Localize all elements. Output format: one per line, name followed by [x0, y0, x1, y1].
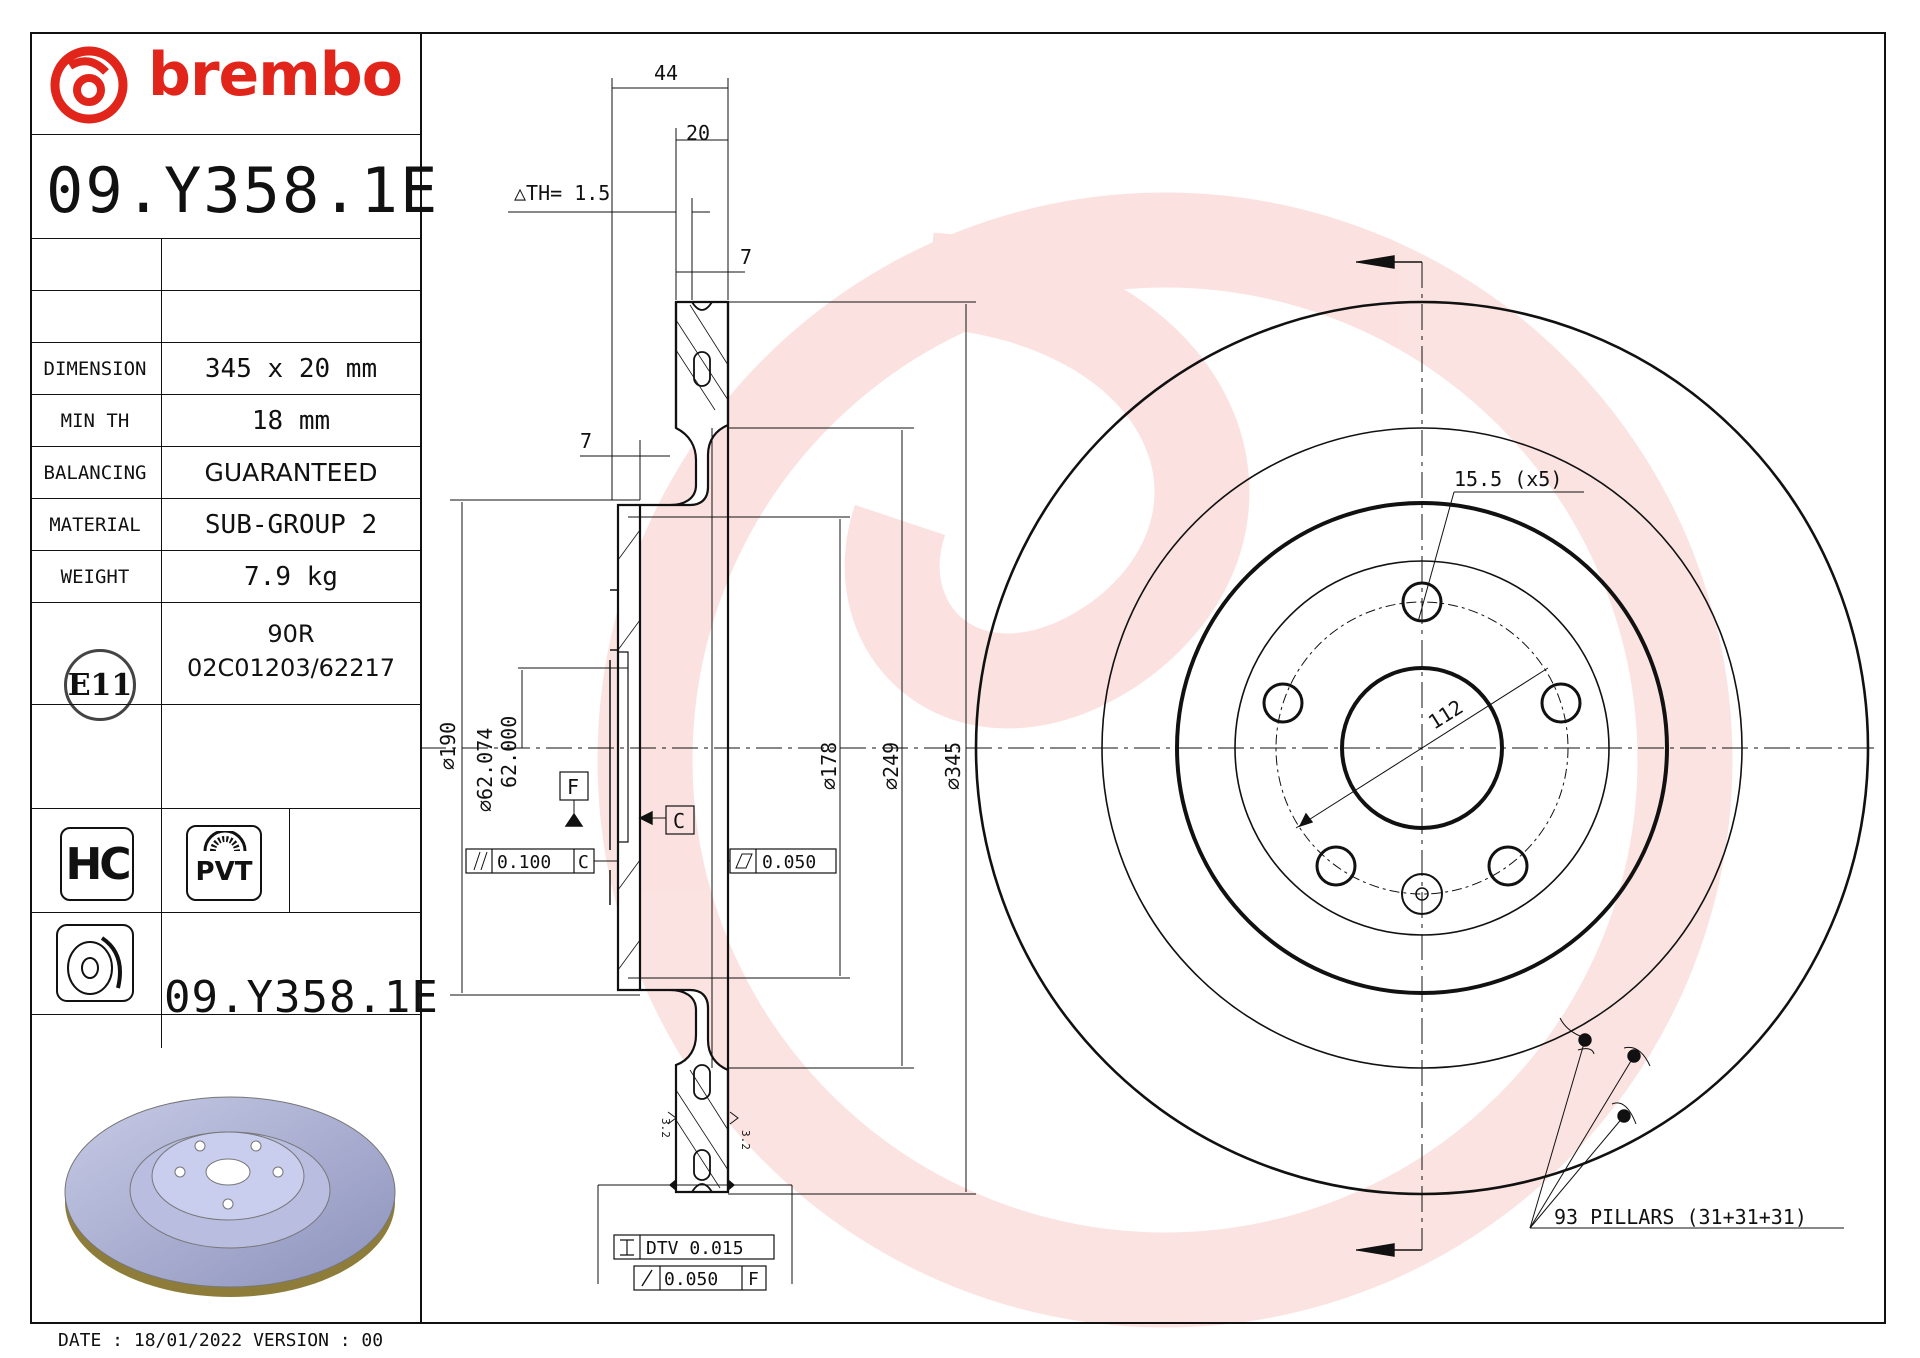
- roughness-right: 3.2: [739, 1130, 752, 1150]
- dim-7-hub: 7: [580, 429, 592, 453]
- homologation-line1: 90R: [267, 620, 315, 648]
- dia-62-074: ∅62.074: [473, 728, 497, 812]
- homologation-line2: 02C01203/62217: [186, 654, 396, 682]
- dia-345: ∅345: [941, 742, 965, 790]
- spec-label-balancing: BALANCING: [43, 462, 147, 484]
- title-block: brembo 09.Y358.1E DIMENSION 345 x 20 mm …: [30, 32, 438, 1324]
- brembo-logo-icon: [50, 46, 128, 124]
- e11-mark-icon: E11: [64, 649, 136, 721]
- dim-44: 44: [654, 61, 678, 85]
- spec-value-min-th: 18 mm: [251, 406, 331, 436]
- disc-cross-section: [609, 300, 730, 1194]
- spec-value-dimension: 345 x 20 mm: [204, 354, 378, 384]
- hc-badge-icon: HC: [60, 827, 134, 901]
- tol-runout-ref: F: [748, 1269, 759, 1290]
- spec-value-balancing: GUARANTEED: [204, 458, 378, 487]
- disc-box-icon: [56, 924, 134, 1002]
- dim-7-top: 7: [740, 245, 752, 269]
- delta-th: △TH= 1.5: [514, 181, 610, 205]
- pcd-112: 112: [1424, 695, 1467, 734]
- pillars-note: 93 PILLARS (31+31+31): [1554, 1205, 1807, 1229]
- spec-value-material: SUB-GROUP 2: [204, 510, 378, 540]
- part-number: 09.Y358.1E: [46, 154, 440, 227]
- dim-20: 20: [686, 121, 710, 145]
- roughness-left: 3.2: [659, 1118, 672, 1138]
- datum-f: F: [567, 775, 579, 799]
- tol-parallel: 0.100: [497, 852, 551, 873]
- spec-label-dimension: DIMENSION: [43, 358, 147, 380]
- disc-render-image: [64, 1096, 396, 1297]
- dia-178: ∅178: [817, 742, 841, 790]
- tol-flatness: 0.050: [762, 852, 816, 873]
- dia-249: ∅249: [879, 742, 903, 790]
- tol-runout: 0.050: [664, 1269, 718, 1290]
- spec-label-weight: WEIGHT: [60, 566, 130, 588]
- brand-name: brembo: [148, 40, 403, 110]
- bolt-holes: 15.5 (x5): [1454, 467, 1562, 491]
- pvt-badge-label: PVT: [195, 857, 253, 887]
- pvt-disc-icon: [203, 831, 247, 852]
- datum-c: C: [673, 809, 685, 833]
- pvt-badge-icon: PVT: [186, 825, 262, 901]
- spec-label-min-th: MIN TH: [60, 410, 130, 432]
- tol-parallel-ref: C: [578, 852, 589, 873]
- dia-190: ∅190: [436, 722, 460, 770]
- tol-dtv: DTV 0.015: [646, 1238, 744, 1259]
- brand-header: brembo: [30, 32, 420, 134]
- date-version: DATE : 18/01/2022 VERSION : 00: [58, 1330, 384, 1351]
- dia-62-000: 62.000: [497, 716, 521, 788]
- spec-label-material: MATERIAL: [49, 514, 141, 536]
- drawing-frame: [30, 32, 1886, 1324]
- spec-value-weight: 7.9 kg: [244, 562, 338, 592]
